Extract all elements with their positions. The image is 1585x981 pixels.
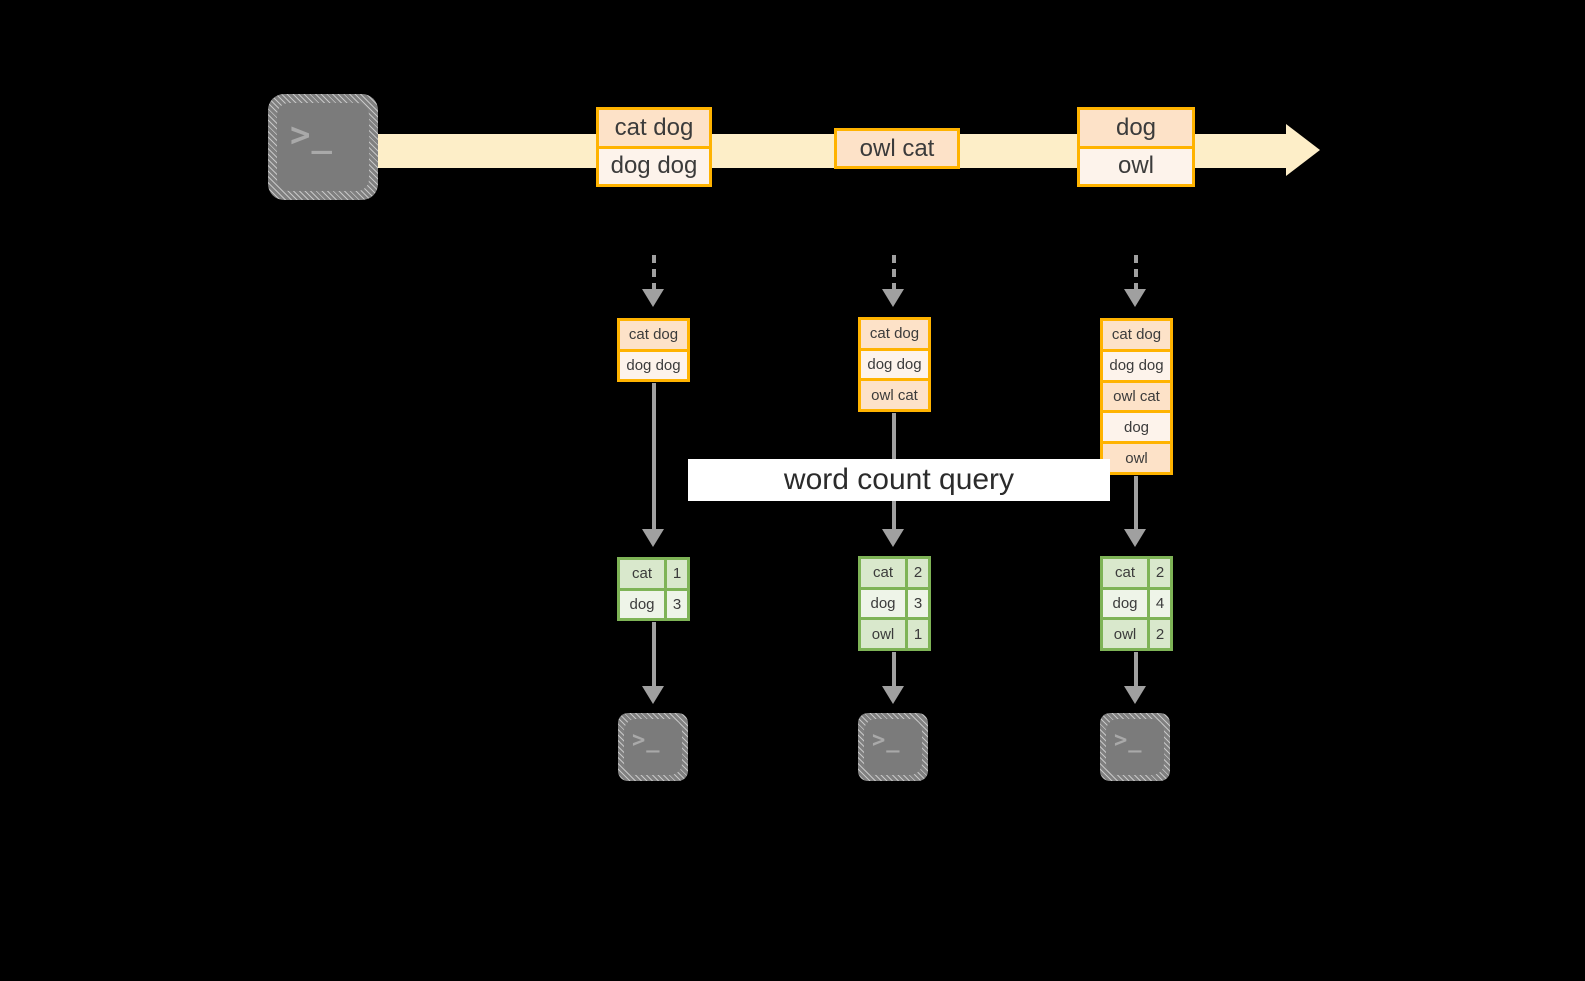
- terminal-prompt-glyph: >_: [632, 728, 661, 753]
- terminal-screen: [1106, 719, 1164, 775]
- result-count: 1: [664, 560, 687, 588]
- table-row: cat 1: [620, 560, 687, 588]
- terminal-prompt-glyph: >_: [290, 115, 333, 155]
- result-word: cat: [861, 559, 905, 587]
- result-count: 4: [1147, 589, 1170, 618]
- result-table-1: cat 1 dog 3: [617, 557, 690, 621]
- terminal-screen: [864, 719, 922, 775]
- stream-record-1: cat dog dog dog: [596, 107, 712, 187]
- result-table-2: cat 2 dog 3 owl 1: [858, 556, 931, 651]
- table-row: dog 3: [620, 587, 687, 618]
- result-count: 3: [905, 589, 928, 618]
- stream-record-line: owl cat: [837, 131, 957, 166]
- table-row: owl 1: [861, 617, 928, 649]
- stream-to-state-arrow-3: [1134, 255, 1138, 291]
- state-line: owl: [1103, 441, 1170, 472]
- stream-band-arrowhead: [1286, 124, 1320, 176]
- stream-record-line: cat dog: [599, 110, 709, 146]
- state-line: dog dog: [1103, 348, 1170, 380]
- state-snapshot-1: cat dog dog dog: [617, 318, 690, 382]
- stream-record-2: owl cat: [834, 128, 960, 169]
- state-line: dog: [1103, 410, 1170, 442]
- terminal-screen: [277, 103, 369, 191]
- stream-to-state-arrow-1: [652, 255, 656, 291]
- state-line: dog dog: [861, 347, 928, 379]
- result-to-sink-arrow-2: [892, 652, 896, 688]
- arrowhead: [642, 289, 664, 307]
- arrowhead: [882, 529, 904, 547]
- table-row: dog 4: [1103, 586, 1170, 618]
- table-row: dog 3: [861, 586, 928, 618]
- result-word: dog: [861, 589, 905, 618]
- result-word: dog: [620, 590, 664, 618]
- sink-terminal-icon-1: >_: [618, 713, 688, 781]
- sink-terminal-icon-2: >_: [858, 713, 928, 781]
- query-label: word count query: [688, 459, 1110, 501]
- stream-record-line: dog: [1080, 110, 1192, 146]
- state-line: cat dog: [861, 320, 928, 348]
- arrowhead: [642, 529, 664, 547]
- arrowhead: [882, 289, 904, 307]
- terminal-prompt-glyph: >_: [1114, 728, 1143, 753]
- result-count: 3: [664, 590, 687, 618]
- stream-to-state-arrow-2: [892, 255, 896, 291]
- state-line: cat dog: [620, 321, 687, 349]
- stream-record-line: owl: [1080, 145, 1192, 184]
- table-row: cat 2: [1103, 559, 1170, 587]
- result-word: dog: [1103, 589, 1147, 618]
- result-word: cat: [1103, 559, 1147, 587]
- stream-record-line: dog dog: [599, 145, 709, 184]
- state-to-result-arrow-3: [1134, 476, 1138, 531]
- arrowhead: [1124, 289, 1146, 307]
- result-count: 2: [1147, 559, 1170, 587]
- result-word: owl: [861, 620, 905, 649]
- state-to-result-arrow-1: [652, 383, 656, 531]
- result-count: 2: [905, 559, 928, 587]
- state-line: owl cat: [1103, 379, 1170, 411]
- state-line: cat dog: [1103, 321, 1170, 349]
- terminal-screen: [624, 719, 682, 775]
- result-count: 2: [1147, 620, 1170, 649]
- result-to-sink-arrow-3: [1134, 652, 1138, 688]
- result-count: 1: [905, 620, 928, 649]
- arrowhead: [1124, 686, 1146, 704]
- state-line: owl cat: [861, 378, 928, 410]
- result-word: cat: [620, 560, 664, 588]
- result-to-sink-arrow-1: [652, 622, 656, 688]
- state-snapshot-3: cat dog dog dog owl cat dog owl: [1100, 318, 1173, 475]
- table-row: owl 2: [1103, 617, 1170, 649]
- sink-terminal-icon-3: >_: [1100, 713, 1170, 781]
- state-line: dog dog: [620, 348, 687, 379]
- arrowhead: [642, 686, 664, 704]
- terminal-prompt-glyph: >_: [872, 728, 901, 753]
- stream-record-3: dog owl: [1077, 107, 1195, 187]
- result-table-3: cat 2 dog 4 owl 2: [1100, 556, 1173, 651]
- state-snapshot-2: cat dog dog dog owl cat: [858, 317, 931, 412]
- table-row: cat 2: [861, 559, 928, 587]
- source-terminal-icon: >_: [268, 94, 378, 200]
- arrowhead: [882, 686, 904, 704]
- result-word: owl: [1103, 620, 1147, 649]
- arrowhead: [1124, 529, 1146, 547]
